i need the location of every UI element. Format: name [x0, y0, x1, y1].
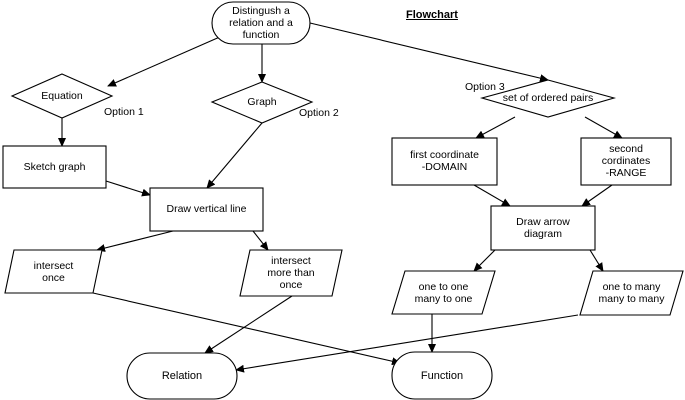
equation-decision-shape: [10, 73, 114, 119]
graph-node-label: Graph: [247, 96, 277, 108]
edge-graph-to-vertical-line: [206, 122, 263, 189]
first-coordinate-process-shape: [391, 137, 498, 186]
edge-start-to-ordered-pairs: [309, 22, 549, 83]
ordered-pairs-node-label: set of ordered pairs: [502, 92, 594, 104]
relation-terminator-shape: [126, 352, 238, 400]
second-coordinates-node-label: second cordinates -RANGE: [601, 143, 651, 179]
function-node-label: Function: [420, 370, 464, 382]
edge-sketch-graph-to-vertical-line: [105, 180, 151, 197]
ordered-pairs-decision-shape: [479, 79, 617, 118]
sketch-graph-node-label: Sketch graph: [23, 161, 86, 173]
intersect-once-node-label: intersect once: [33, 260, 74, 284]
relation-node-label: Relation: [161, 370, 203, 382]
flowchart-title: Flowchart: [406, 9, 458, 21]
edge-second-coordinates-to-arrow-diagram: [581, 184, 613, 207]
edge-first-coordinate-to-arrow-diagram: [473, 184, 511, 207]
edge-arrow-diagram-to-one-to-one: [473, 249, 496, 272]
one-to-many-node-label: one to many many to many: [598, 281, 665, 305]
intersect-more-node-label: intersect more than once: [267, 255, 315, 291]
edge-start-to-equation: [107, 35, 223, 87]
edge-vertical-line-to-intersect-once: [96, 230, 174, 252]
edge-ordered-pairs-to-second-coordinates: [584, 116, 623, 139]
edge-arrow-diagram-to-one-to-many: [589, 249, 604, 272]
sketch-graph-process-shape: [2, 145, 107, 189]
one-to-many-io-shape: [579, 270, 684, 316]
equation-node-label: Equation: [41, 90, 83, 102]
second-coordinates-process-shape: [580, 137, 672, 186]
start-node-label: Distingush a relation and a function: [229, 5, 293, 41]
option-1-label: Option 1: [104, 106, 144, 118]
start-terminator-shape: [211, 1, 311, 45]
intersect-more-io-shape: [239, 249, 343, 297]
option-3-label: Option 3: [465, 81, 505, 93]
graph-decision-shape: [210, 81, 314, 124]
first-coordinate-node-label: first coordinate -DOMAIN: [410, 149, 479, 173]
arrow-diagram-process-shape: [490, 205, 596, 251]
edge-ordered-pairs-to-first-coordinate: [475, 116, 516, 139]
vertical-line-process-shape: [149, 187, 264, 232]
vertical-line-node-label: Draw vertical line: [166, 203, 247, 215]
edge-one-to-many-to-relation: [235, 314, 579, 373]
arrow-diagram-node-label: Draw arrow diagram: [516, 216, 570, 240]
edge-vertical-line-to-intersect-more: [252, 230, 269, 251]
one-to-one-io-shape: [391, 270, 496, 315]
one-to-one-node-label: one to one many to one: [414, 281, 473, 305]
edge-intersect-once-to-function: [92, 292, 401, 366]
option-2-label: Option 2: [299, 107, 339, 119]
intersect-once-io-shape: [4, 249, 103, 294]
function-terminator-shape: [391, 351, 493, 400]
edge-intersect-more-to-relation: [204, 295, 293, 354]
